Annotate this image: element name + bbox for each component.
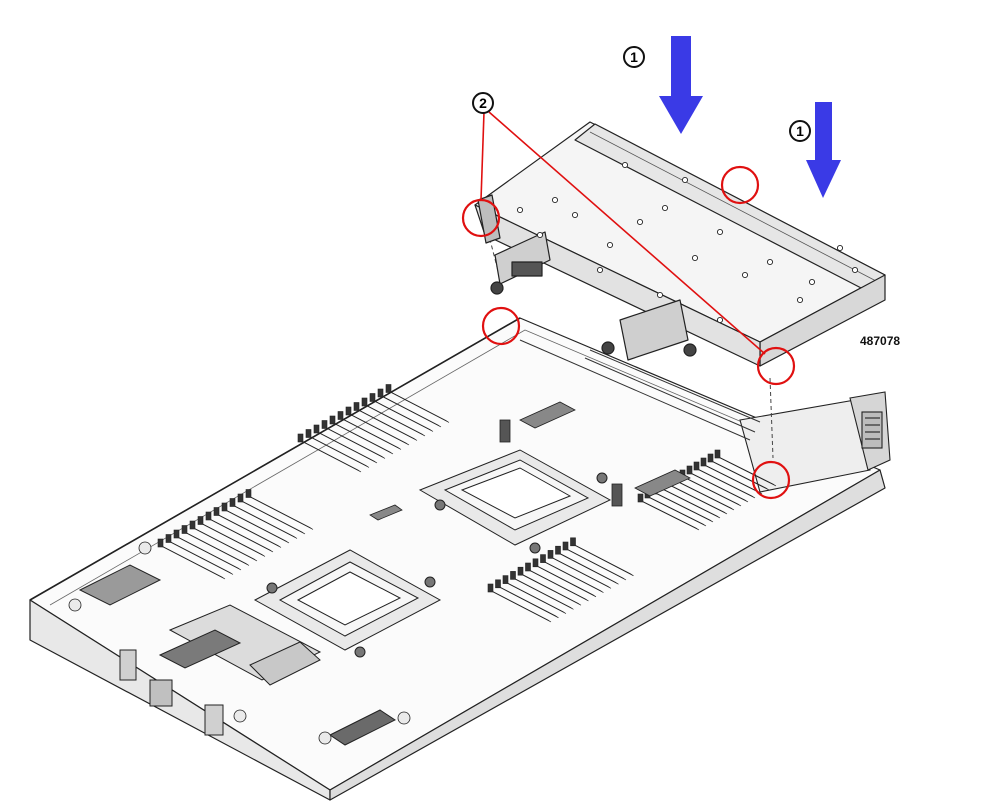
riser-cage [474,121,886,367]
board-connectors [369,401,691,521]
dimm-latch [369,393,376,402]
chassis-front-rail [739,391,891,493]
screw-hole [716,316,724,324]
dimm-latch [305,429,312,438]
riser-screw-holes [516,161,859,324]
dimm-bank-left-lower [157,489,314,580]
screw-hole [796,296,804,304]
front-bezel-vent [861,411,883,449]
highlight-circle-icon [481,306,521,346]
screw-hole [571,211,579,219]
dimm-latch [700,457,707,467]
screw-hole [551,196,559,204]
screw-hole [741,271,749,279]
screw-hole [621,161,629,169]
callout-1-right: 1 [789,120,811,142]
dimm-latch [540,554,546,563]
dimm-latch [189,520,196,530]
dimm-latch [714,449,721,459]
screw-hole [536,231,544,239]
dimm-latch [495,579,501,589]
callout-1-number: 1 [630,49,638,65]
dimm-latch [197,516,204,525]
dimm-latch [337,411,344,420]
down-arrow-icon [806,102,841,198]
server-chassis [29,317,886,801]
screw-hole [681,176,689,184]
chassis-rear-lip [29,317,521,601]
guide-channels [519,339,761,441]
dimm-latch [181,525,188,534]
callout-2-number: 2 [479,95,487,111]
dimm-latch [173,529,180,539]
dimm-latch [229,498,236,507]
dimm-latch [570,537,576,547]
dimm-latch [377,388,384,398]
standoffs [68,541,411,745]
dimm-latch [213,507,220,516]
psu-connector-area [78,564,396,746]
screw-hole [661,204,669,212]
dimm-latch [245,489,252,498]
screw-hole [851,266,859,274]
screw-hole [636,218,644,226]
dimm-latch [297,433,304,443]
dimm-latch [562,541,569,551]
callout-1-top: 1 [623,46,645,68]
dimm-latch [487,583,494,593]
dimm-latch [693,461,700,471]
dimm-latch [532,558,539,568]
down-arrow-icon [659,36,703,134]
dimm-latch [321,420,328,429]
dimm-latch [313,424,320,434]
screw-hole [596,266,604,274]
dimm-latch [637,493,644,503]
highlight-circle-icon [751,460,791,500]
callout-2-leaders [480,111,766,355]
screw-hole [691,254,699,262]
screw-hole [516,206,524,214]
screw-hole [716,228,724,236]
dimm-latch [205,511,212,521]
dimm-latch [361,397,368,407]
dimm-latch [547,550,554,559]
highlight-circle-icon [720,165,760,205]
highlight-circle-icon [756,346,796,386]
dimm-latch [237,493,244,503]
callout-1-number: 1 [796,123,804,139]
cpu-socket-2 [253,549,442,658]
riser-bracket-left [494,231,551,285]
screw-hole [606,241,614,249]
dimm-latch [686,465,693,475]
screw-hole [808,278,816,286]
screw-hole [836,244,844,252]
dimm-latch [157,538,164,548]
chassis-front-wall [329,469,886,801]
dimm-latch [517,566,524,576]
dimm-latch [502,575,509,584]
dimm-latch [221,502,228,512]
figure-id-label: 487078 [860,334,900,348]
dimm-latch [385,384,392,393]
dimm-latch [525,562,531,572]
dimm-latch [707,453,714,463]
dimm-latch [165,534,172,543]
cpu-socket-1 [418,449,612,554]
dimm-latch [555,545,561,555]
highlight-circles [461,165,796,500]
dimm-latch [353,402,360,411]
dimm-latch [329,415,336,425]
dimm-bank-left-upper [297,384,450,473]
riser-bracket-mid [619,299,689,361]
dimm-latch [345,406,352,416]
dimm-bank-right-lower [487,537,634,623]
screw-hole [656,291,664,299]
callout-2: 2 [472,92,494,114]
dimm-latch [510,571,516,580]
screw-hole [766,258,774,266]
